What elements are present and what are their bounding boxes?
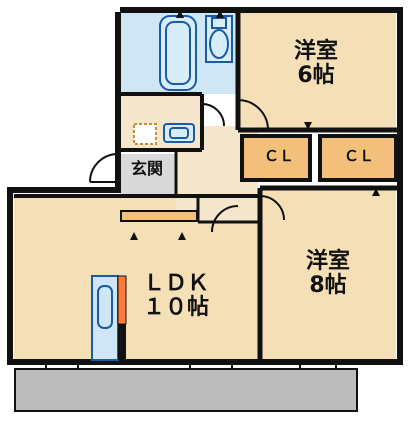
western-room-8-size: 8帖 [309, 273, 347, 299]
western-room-6-name: 洋室 [293, 39, 338, 64]
western-room-8-label: 洋室 8帖 [298, 249, 358, 299]
closet-right [318, 134, 398, 182]
closet-left-label: ＣＬ [263, 147, 294, 165]
ldk-name: ＬＤＫ [142, 271, 209, 296]
closet-left [240, 134, 312, 182]
western-room-8 [260, 190, 396, 360]
western-room-6 [240, 12, 396, 128]
entrance-label: 玄関 [130, 159, 163, 178]
western-room-6-label: 洋室 6帖 [286, 39, 346, 89]
western-room-6-size: 6帖 [297, 63, 335, 89]
closet-right-label: ＣＬ [343, 147, 374, 165]
balcony [14, 368, 358, 412]
entrance-floor [120, 154, 176, 194]
western-room-8-name: 洋室 [305, 249, 350, 274]
ldk-label: ＬＤＫ １０帖 [136, 271, 216, 321]
ldk-room [14, 198, 258, 362]
ldk-size: １０帖 [142, 295, 209, 321]
